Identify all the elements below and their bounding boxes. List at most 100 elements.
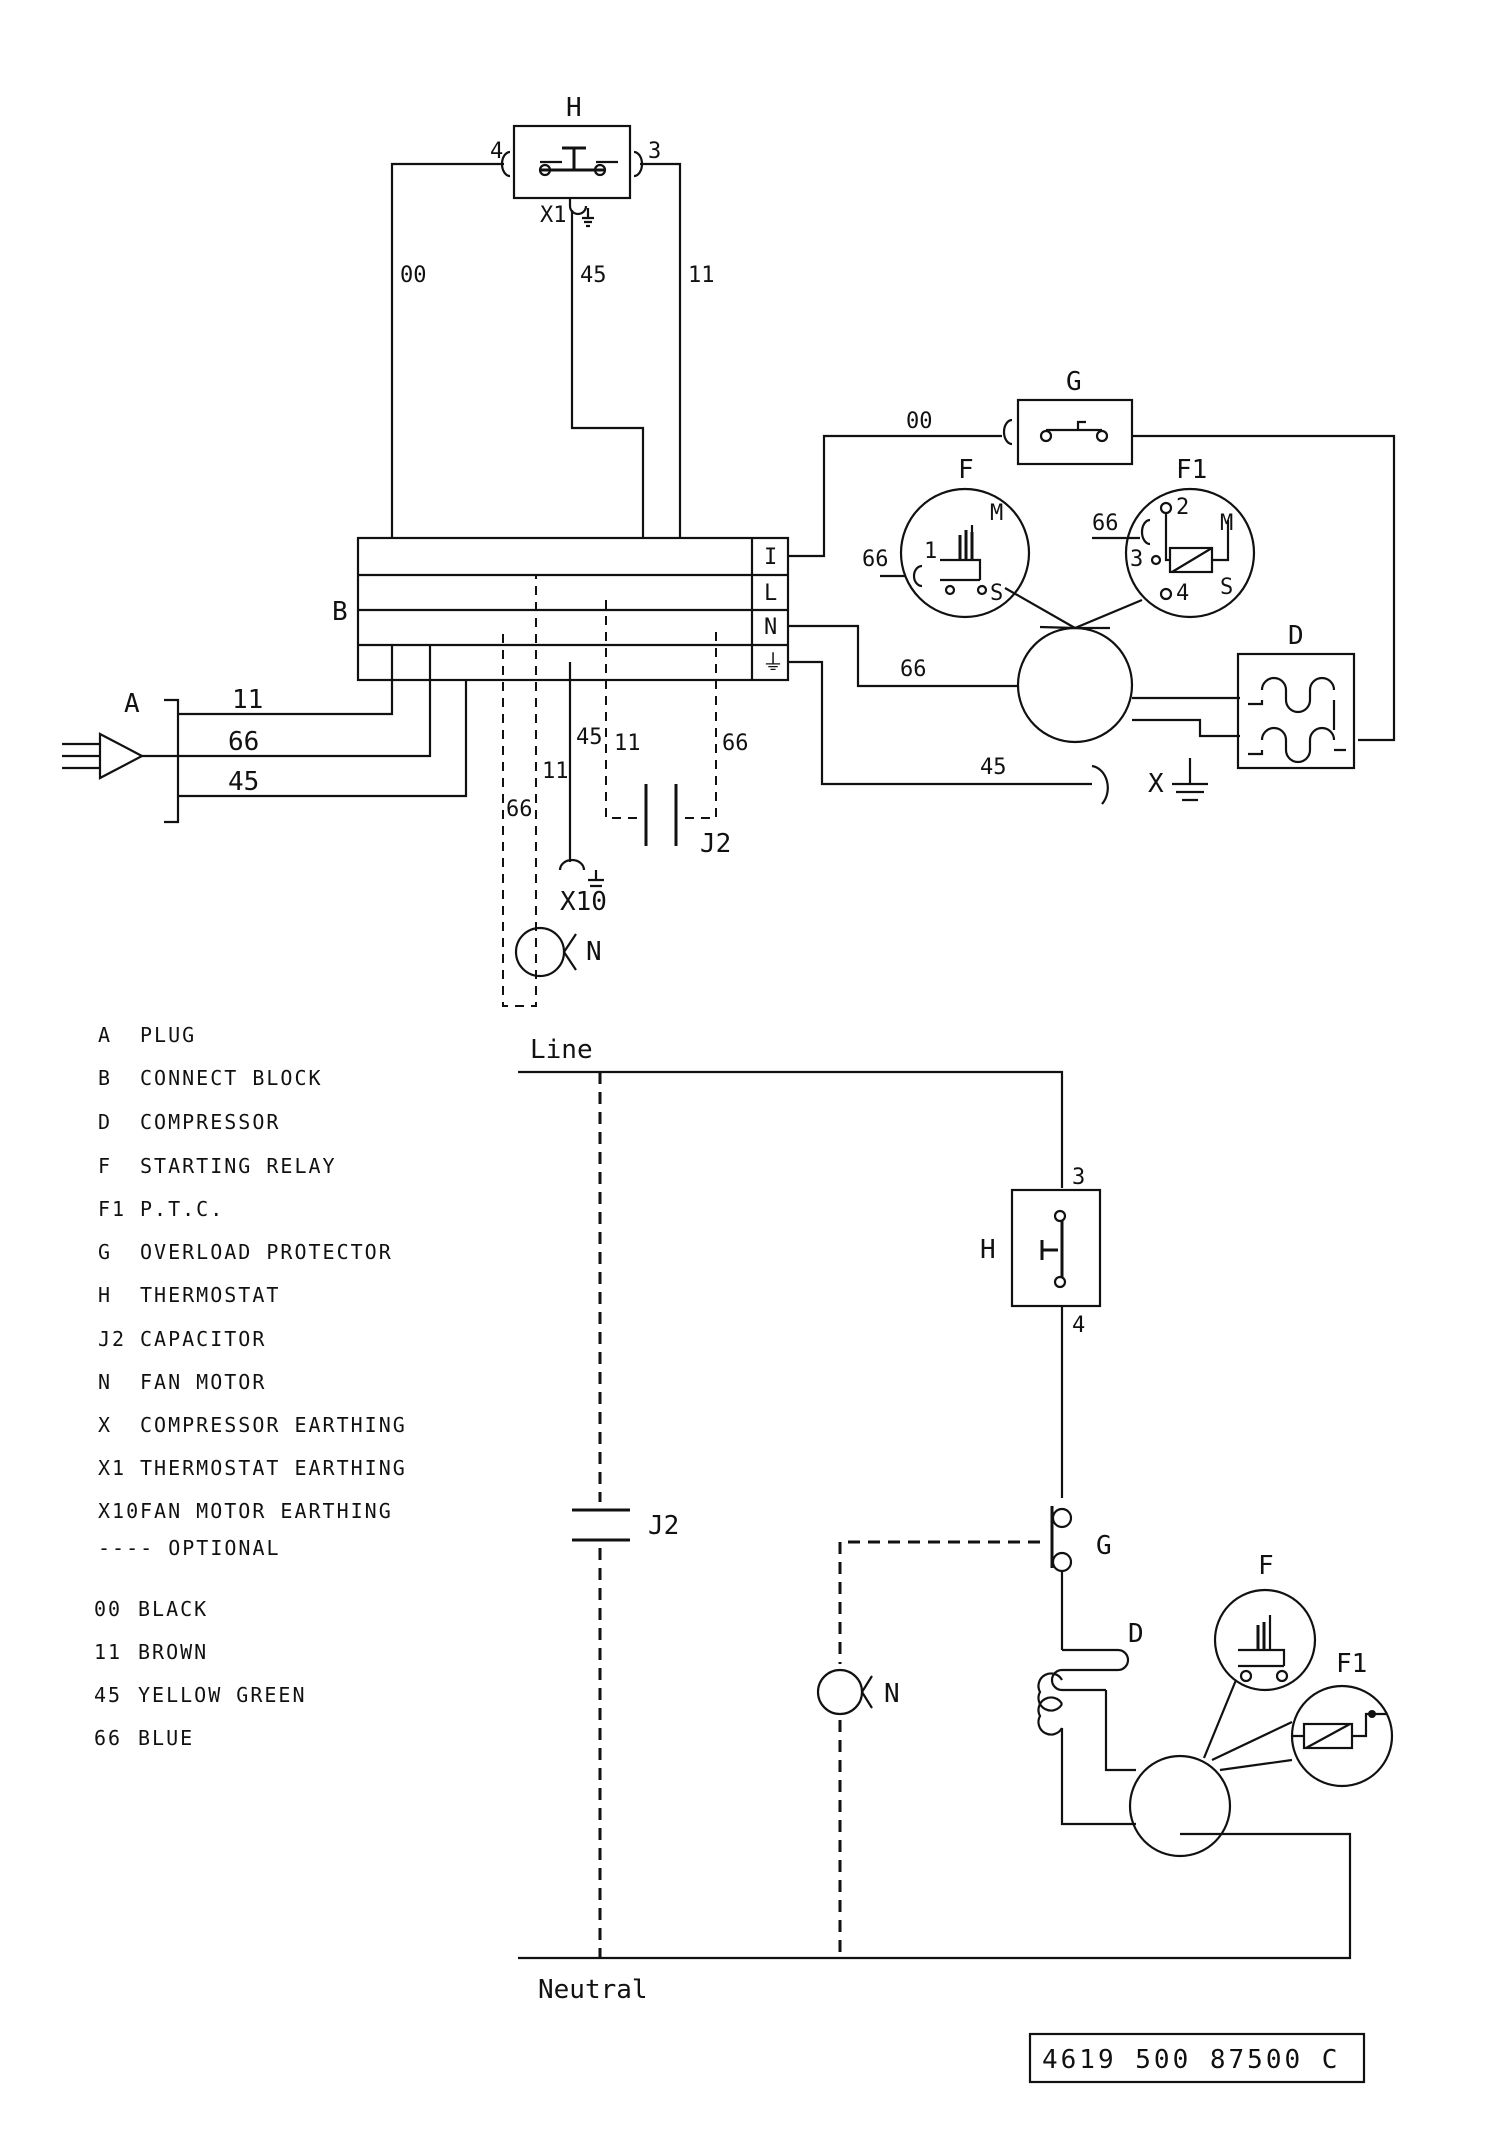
legend-optional: ---- OPTIONAL — [98, 1536, 281, 1560]
legend-code: F1 — [98, 1197, 126, 1221]
fan-wire-11-label: 11 — [542, 759, 569, 784]
schematic-thermostat-label: H — [980, 1235, 996, 1265]
wire-66-ptc-label: 66 — [1092, 511, 1119, 536]
legend-code: H — [98, 1283, 112, 1307]
legend-text: COMPRESSOR EARTHING — [140, 1413, 407, 1437]
wire-45-label: 45 — [580, 263, 607, 288]
schematic-fan-label: N — [884, 1679, 900, 1709]
legend-text: COMPRESSOR — [140, 1110, 280, 1134]
legend-code: J2 — [98, 1327, 126, 1351]
starting-relay-label: F — [958, 455, 974, 485]
legend-text: OVERLOAD PROTECTOR — [140, 1240, 393, 1264]
color-name: BLUE — [138, 1726, 194, 1750]
overload-protector-g: G 00 — [906, 367, 1134, 466]
schematic-capacitor-label: J2 — [648, 1511, 679, 1541]
thermostat-h-label: H — [566, 93, 582, 123]
top-wiring-diagram: H 4 3 X1 00 45 11 B I L N ⏚ — [62, 93, 1396, 1007]
color-name: BLACK — [138, 1597, 208, 1621]
ptc-m-label: M — [1220, 511, 1233, 536]
wire-11-label: 11 — [688, 263, 715, 288]
ptc-f1: F1 2 3 4 M S 66 — [1092, 455, 1256, 619]
legend-code: F — [98, 1154, 112, 1178]
color-name: BROWN — [138, 1640, 208, 1664]
fan-earth-label: X10 — [560, 887, 607, 917]
plug-label: A — [124, 689, 140, 719]
terminal-1-label: I — [764, 545, 777, 570]
neutral-label: Neutral — [538, 1975, 648, 2005]
schematic-relay-label: F — [1258, 1551, 1274, 1581]
wire-66-relay-label: 66 — [862, 547, 889, 572]
color-code: 00 — [94, 1597, 122, 1621]
color-code: 11 — [94, 1640, 122, 1664]
overload-protector-label: G — [1066, 367, 1082, 397]
compressor-earth-label: X — [1148, 769, 1164, 799]
legend-text: FAN MOTOR — [140, 1370, 266, 1394]
terminal-l-label: L — [764, 581, 777, 606]
compressor-d: D — [1004, 587, 1356, 770]
fan-motor-label: N — [586, 937, 602, 967]
legend-text: THERMOSTAT EARTHING — [140, 1456, 407, 1480]
legend-code: G — [98, 1240, 112, 1264]
relay-m-label: M — [990, 501, 1003, 526]
legend-code: B — [98, 1066, 112, 1090]
wire-66-compressor-label: 66 — [900, 657, 927, 682]
starting-relay-f: F M S 1 66 — [862, 455, 1031, 619]
wire-45-earth-label: 45 — [980, 755, 1007, 780]
wire-00-label: 00 — [400, 263, 427, 288]
legend-text: FAN MOTOR EARTHING — [140, 1499, 393, 1523]
color-code: 45 — [94, 1683, 122, 1707]
schematic-thermostat-pin-4: 4 — [1072, 1313, 1085, 1338]
plug-a: A — [62, 689, 180, 824]
legend-code: X10 — [98, 1499, 140, 1523]
schematic-ptc-label: F1 — [1336, 1649, 1367, 1679]
terminal-n-label: N — [764, 615, 777, 640]
thermostat-h: H 4 3 X1 — [490, 93, 661, 228]
thermostat-pin-3: 3 — [648, 139, 661, 164]
fan-wire-66-label: 66 — [506, 797, 533, 822]
capacitor-wire-66-label: 66 — [722, 731, 749, 756]
legend-text: THERMOSTAT — [140, 1283, 280, 1307]
plug-wire-66-label: 66 — [228, 727, 259, 757]
legend-text: CAPACITOR — [140, 1327, 266, 1351]
plug-wire-11-label: 11 — [232, 685, 263, 715]
color-name: YELLOW GREEN — [138, 1683, 307, 1707]
legend-text: STARTING RELAY — [140, 1154, 337, 1178]
thermostat-pin-4: 4 — [490, 139, 503, 164]
legend-code: N — [98, 1370, 112, 1394]
schematic-compressor-label: D — [1128, 1619, 1144, 1649]
legend-text: P.T.C. — [140, 1197, 224, 1221]
relay-s-label: S — [990, 581, 1003, 606]
ptc-4-label: 4 — [1176, 581, 1189, 606]
part-number-box: 4619 500 87500 C — [1028, 2032, 1366, 2084]
legend-text: PLUG — [140, 1023, 196, 1047]
relay-1-label: 1 — [924, 539, 937, 564]
capacitor-label: J2 — [700, 829, 731, 859]
schematic-diagram: Line Neutral H 3 4 G D — [518, 1035, 1394, 2005]
part-number: 4619 500 87500 C — [1042, 2045, 1340, 2075]
capacitor-wire-11-label: 11 — [614, 731, 641, 756]
schematic-thermostat-pin-3: 3 — [1072, 1165, 1085, 1190]
plug-wire-45-label: 45 — [228, 767, 259, 797]
fan-wire-45-label: 45 — [576, 725, 603, 750]
terminal-earth-label: ⏚ — [762, 651, 784, 676]
schematic-overload-label: G — [1096, 1531, 1112, 1561]
connect-block-b: B I L N ⏚ — [332, 536, 790, 682]
compressor-label: D — [1288, 621, 1304, 651]
ptc-s-label: S — [1220, 575, 1233, 600]
component-legend: A PLUG B CONNECT BLOCK D COMPRESSOR F STARTING … — [98, 1023, 407, 1560]
legend-code: X1 — [98, 1456, 126, 1480]
color-code: 66 — [94, 1726, 122, 1750]
line-label: Line — [530, 1035, 593, 1065]
wire-00-g-label: 00 — [906, 409, 933, 434]
legend-code: A — [98, 1023, 112, 1047]
legend-code: D — [98, 1110, 112, 1134]
wire-color-legend: 00 BLACK 11 BROWN 45 YELLOW GREEN 66 BLUE — [94, 1597, 307, 1750]
ptc-3-label: 3 — [1130, 547, 1143, 572]
ptc-label: F1 — [1176, 455, 1207, 485]
legend-text: CONNECT BLOCK — [140, 1066, 323, 1090]
thermostat-earth-label: X1 — [540, 203, 567, 228]
ptc-2-label: 2 — [1176, 495, 1189, 520]
legend-code: X — [98, 1413, 112, 1437]
connect-block-label: B — [332, 597, 348, 627]
